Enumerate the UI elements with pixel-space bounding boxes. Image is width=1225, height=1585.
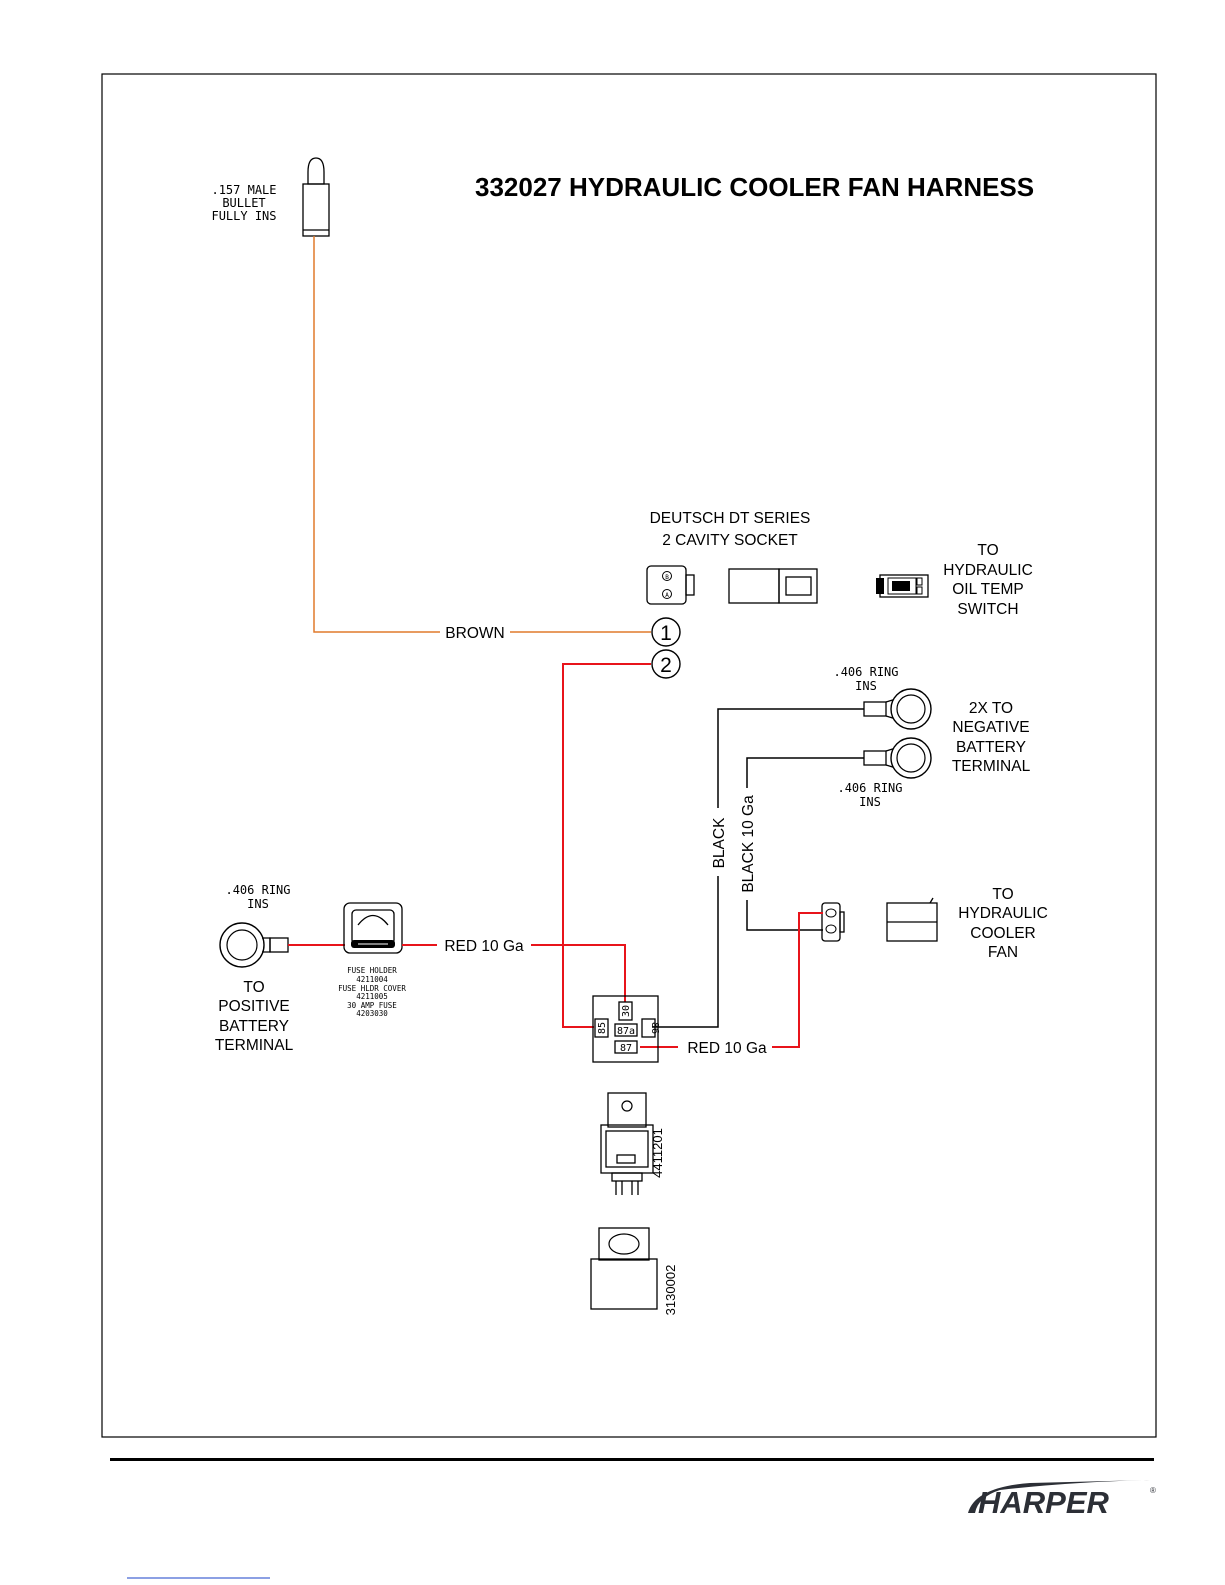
fuse-label-4: 4211005 (356, 992, 388, 1001)
pin-2-label: 2 (660, 654, 672, 677)
brown-wire-label: BROWN (445, 625, 504, 642)
black-10-wire-2 (746, 757, 864, 788)
relay-socket: 30 85 87a 86 87 (592, 995, 660, 1063)
page-frame (101, 73, 1157, 1438)
ring-bottom-label-1: .406 RING (837, 781, 902, 795)
red-wire-fuse-to-relay (531, 944, 626, 1002)
fuse-label-1: FUSE HOLDER (347, 966, 397, 975)
oil-temp-label-4: SWITCH (957, 601, 1018, 618)
fuse-label-5: 30 AMP FUSE (347, 1001, 397, 1010)
positive-label-4: TERMINAL (215, 1037, 294, 1054)
bullet-label-1: .157 MALE (211, 183, 276, 197)
logo-text: HARPER (978, 1485, 1110, 1520)
black-wire-label: BLACK (711, 817, 728, 868)
positive-label-1: TO (243, 979, 264, 996)
ring-positive-label-2: INS (247, 897, 269, 911)
pin-1-label: 1 (660, 622, 672, 645)
deutsch-socket-side (728, 568, 818, 604)
negative-label-1: 2X TO (969, 700, 1013, 717)
relay-pin-87: 87 (620, 1043, 632, 1054)
black-wire-relay (652, 876, 719, 1028)
relay-pin-85: 85 (597, 1022, 608, 1034)
oil-temp-label-1: TO (977, 542, 998, 559)
socket-a-label: A (665, 592, 669, 599)
diagram-title: 332027 HYDRAULIC COOLER FAN HARNESS (475, 172, 1034, 202)
fan-plug (821, 902, 845, 942)
black-wire-relay-2 (717, 708, 864, 808)
fuse-label-2: 4211004 (356, 975, 388, 984)
relay-pin-87a: 87a (617, 1026, 635, 1037)
harper-logo: HARPER ® (968, 1480, 1156, 1520)
deutsch-label-2: 2 CAVITY SOCKET (662, 532, 798, 549)
relay-socket-part (590, 1227, 658, 1310)
fan-connector-body (886, 897, 938, 942)
oil-temp-switch-connector (876, 574, 929, 598)
negative-label-2: NEGATIVE (952, 719, 1029, 736)
ring-terminal-positive (219, 922, 289, 968)
socket-part-number: 3130002 (663, 1265, 678, 1316)
ring-bottom-label-2: INS (859, 795, 881, 809)
positive-label-2: POSITIVE (218, 998, 290, 1015)
ring-top-label-2: INS (855, 679, 877, 693)
oil-temp-label-3: OIL TEMP (952, 581, 1024, 598)
ring-terminal-bottom (863, 737, 932, 779)
fuse-label-3: FUSE HLDR COVER (338, 984, 406, 993)
positive-label-3: BATTERY (219, 1018, 289, 1035)
ring-positive-label-1: .406 RING (225, 883, 290, 897)
red-fuse-wire-label: RED 10 Ga (444, 938, 524, 955)
pin-1: 1 (651, 617, 681, 647)
oil-temp-label-2: HYDRAULIC (943, 562, 1033, 579)
fuse-holder (343, 902, 403, 954)
deutsch-socket-face: B A (646, 565, 695, 605)
fan-label-3: COOLER (970, 925, 1035, 942)
relay-pin-30: 30 (621, 1005, 632, 1017)
relay-part (600, 1092, 654, 1195)
bullet-label-3: FULLY INS (211, 209, 276, 223)
pin-2: 2 (651, 649, 681, 679)
black-10-wire-label: BLACK 10 Ga (740, 795, 757, 893)
ring-top-label-1: .406 RING (833, 665, 898, 679)
fuse-label-6: 4203030 (356, 1009, 388, 1018)
relay-part-number: 4411201 (650, 1128, 665, 1178)
bullet-label-2: BULLET (222, 196, 265, 210)
brown-wire (313, 236, 440, 633)
red-wire-pin2-to-relay (562, 663, 651, 1028)
black-10-wire (746, 900, 823, 931)
bullet-connector (302, 157, 330, 237)
fan-label-1: TO (992, 886, 1013, 903)
fan-label-2: HYDRAULIC (958, 905, 1048, 922)
logo-registered-mark: ® (1150, 1486, 1156, 1495)
socket-b-label: B (665, 574, 669, 581)
fan-label-4: FAN (988, 944, 1018, 961)
relay-pin-86: 86 (649, 1022, 660, 1034)
red-fan-wire-label: RED 10 Ga (687, 1040, 767, 1057)
red-wire-87-to-fan (772, 912, 823, 1048)
deutsch-label-1: DEUTSCH DT SERIES (650, 510, 811, 527)
footer-rule (110, 1458, 1154, 1461)
negative-label-3: BATTERY (956, 739, 1026, 756)
ring-terminal-top (863, 688, 932, 730)
negative-label-4: TERMINAL (952, 758, 1031, 775)
